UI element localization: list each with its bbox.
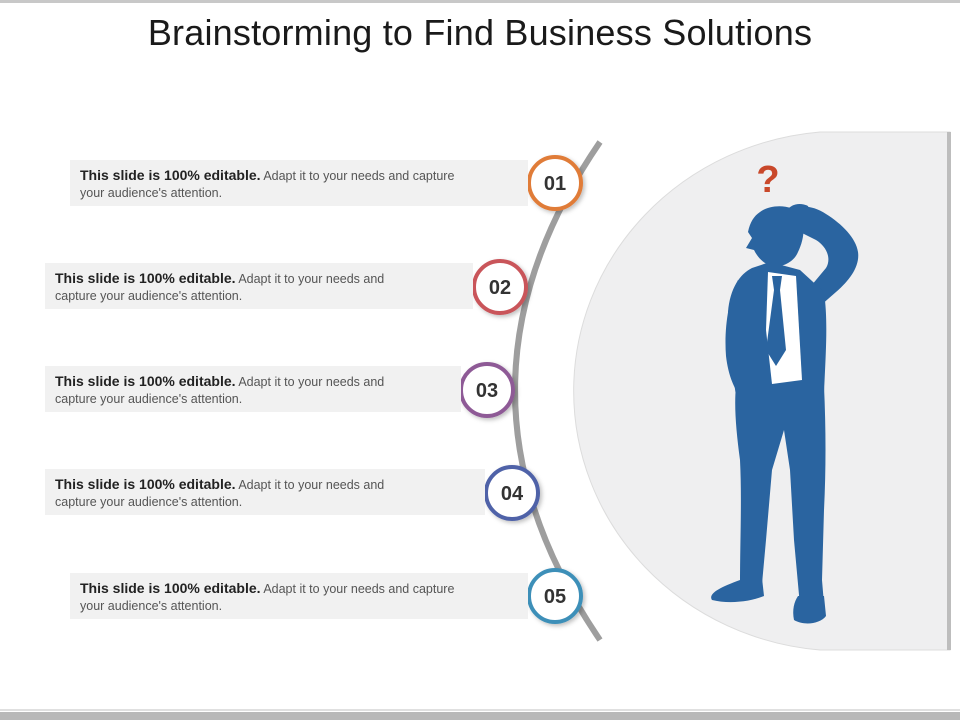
backdrop-edge bbox=[947, 132, 951, 650]
step-text-line1: This slide is 100% editable. Adapt it to… bbox=[80, 167, 528, 185]
step-text-line1: This slide is 100% editable. Adapt it to… bbox=[55, 270, 473, 288]
step-text-box-1: This slide is 100% editable. Adapt it to… bbox=[70, 160, 528, 206]
top-border bbox=[0, 0, 960, 3]
step-bold-text: This slide is 100% editable. bbox=[55, 270, 236, 286]
step-bold-text: This slide is 100% editable. bbox=[80, 167, 261, 183]
step-text-box-4: This slide is 100% editable. Adapt it to… bbox=[45, 469, 485, 515]
slide-title: Brainstorming to Find Business Solutions bbox=[147, 12, 813, 53]
step-body-text: Adapt it to your needs and capture bbox=[260, 169, 455, 183]
step-text-line1: This slide is 100% editable. Adapt it to… bbox=[80, 580, 528, 598]
step-bold-text: This slide is 100% editable. bbox=[55, 373, 236, 389]
step-text-box-3: This slide is 100% editable. Adapt it to… bbox=[45, 366, 461, 412]
step-node-5: 05 bbox=[527, 568, 583, 624]
question-mark-icon: ? bbox=[756, 159, 779, 201]
step-text-line1: This slide is 100% editable. Adapt it to… bbox=[55, 476, 485, 494]
step-bold-text: This slide is 100% editable. bbox=[55, 476, 236, 492]
step-number: 01 bbox=[544, 173, 566, 195]
bottom-border bbox=[0, 709, 960, 720]
step-node-3: 03 bbox=[459, 362, 515, 418]
step-number: 02 bbox=[489, 277, 511, 299]
step-text-line2: your audience's attention. bbox=[80, 599, 223, 613]
step-text-line2: capture your audience's attention. bbox=[55, 289, 243, 303]
step-body-text: Adapt it to your needs and bbox=[235, 375, 385, 389]
step-text-line2: your audience's attention. bbox=[80, 186, 223, 200]
step-body-text: Adapt it to your needs and bbox=[235, 478, 385, 492]
step-node-1: 01 bbox=[527, 155, 583, 211]
step-body-text: Adapt it to your needs and capture bbox=[260, 582, 455, 596]
step-text-box-2: This slide is 100% editable. Adapt it to… bbox=[45, 263, 473, 309]
step-node-2: 02 bbox=[472, 259, 528, 315]
step-number: 03 bbox=[476, 380, 498, 402]
step-number: 05 bbox=[544, 586, 566, 608]
step-bold-text: This slide is 100% editable. bbox=[80, 580, 261, 596]
step-text-box-5: This slide is 100% editable. Adapt it to… bbox=[70, 573, 528, 619]
step-body-text: Adapt it to your needs and bbox=[235, 272, 385, 286]
step-node-4: 04 bbox=[484, 465, 540, 521]
step-text-line1: This slide is 100% editable. Adapt it to… bbox=[55, 373, 461, 391]
step-text-line2: capture your audience's attention. bbox=[55, 495, 243, 509]
step-text-line2: capture your audience's attention. bbox=[55, 392, 243, 406]
businessman-silhouette-icon bbox=[711, 204, 859, 624]
step-number: 04 bbox=[501, 483, 524, 505]
